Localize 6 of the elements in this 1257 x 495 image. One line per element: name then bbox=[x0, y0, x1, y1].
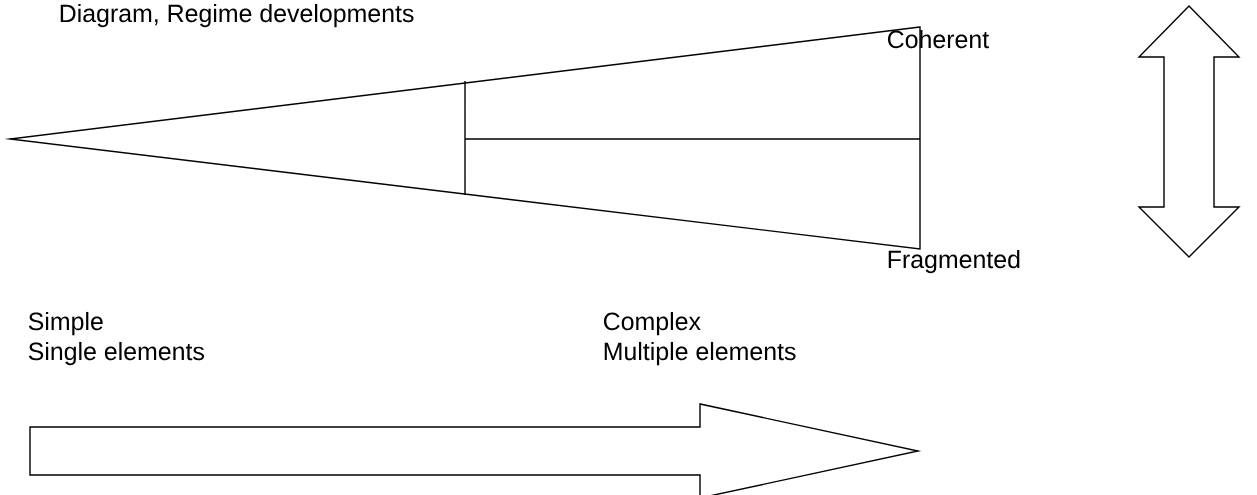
axis-label: Single elements bbox=[28, 341, 204, 366]
axis-label: Simple bbox=[28, 311, 103, 336]
axis-label: Complex bbox=[603, 311, 701, 336]
title: Diagram, Regime developments bbox=[60, 3, 414, 28]
axis-label: Multiple elements bbox=[604, 341, 796, 366]
axis-label: Fragmented bbox=[888, 249, 1020, 274]
